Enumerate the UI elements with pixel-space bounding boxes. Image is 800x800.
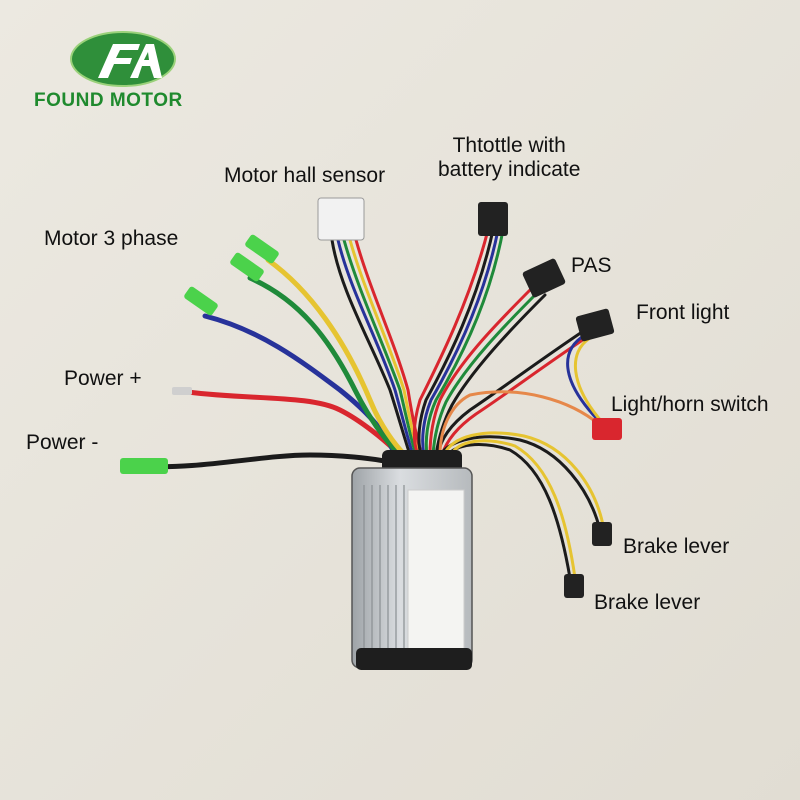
power-plus-terminal (172, 387, 192, 395)
connectors (120, 197, 622, 598)
brake-connector-2 (564, 574, 584, 598)
brake-connector-1 (592, 522, 612, 546)
throttle-connector (478, 202, 508, 236)
label-brake-lever-1: Brake lever (623, 535, 730, 558)
label-light-horn-switch: Light/horn switch (611, 393, 769, 416)
label-motor-3-phase: Motor 3 phase (44, 227, 179, 250)
controller-body (351, 450, 473, 670)
found-motor-logo-mark (70, 31, 176, 87)
brand-name: FOUND MOTOR (34, 90, 183, 111)
wire-bundle (137, 228, 606, 580)
power-minus-connector (120, 458, 168, 474)
label-motor-hall-sensor: Motor hall sensor (224, 164, 386, 187)
label-power-minus: Power - (26, 431, 99, 454)
label-power-plus: Power + (64, 367, 142, 390)
label-throttle-line2: battery indicate (438, 158, 581, 182)
pas-connector (522, 258, 566, 298)
front-light-connector (575, 308, 615, 342)
label-throttle: Thtottle with battery indicate (438, 134, 580, 182)
label-pas: PAS (571, 254, 612, 277)
label-throttle-line1: Thtottle with (452, 134, 566, 157)
hall-sensor-connector (317, 197, 365, 241)
label-front-light: Front light (636, 301, 730, 324)
label-brake-lever-2: Brake lever (594, 591, 701, 614)
horn-switch-connector (592, 418, 622, 440)
